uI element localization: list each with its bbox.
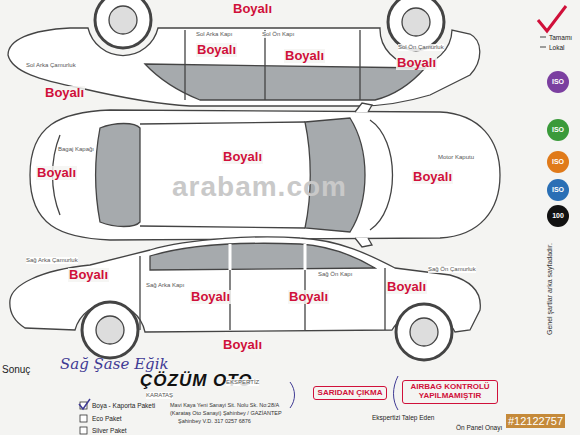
car-outline bbox=[79, 399, 90, 409]
car-outline bbox=[30, 110, 500, 240]
cert-badge: ISO bbox=[547, 71, 569, 93]
car-outline bbox=[150, 243, 375, 270]
paint-stamp: Boyalı bbox=[196, 43, 237, 57]
node-text: SARIDAN ÇIKMA bbox=[318, 389, 383, 398]
car-outline bbox=[394, 376, 399, 410]
car-outline bbox=[396, 304, 452, 360]
car-outline bbox=[185, 30, 360, 100]
car-outline bbox=[540, 37, 546, 47]
paint-stamp: Boyalı bbox=[44, 86, 85, 100]
car-outline bbox=[80, 427, 87, 434]
note-text: Ön Panel Onayı bbox=[456, 424, 502, 431]
paint-stamp: Boyalı bbox=[412, 170, 453, 184]
paint-stamp: Boyalı bbox=[284, 49, 325, 63]
side-view-left bbox=[8, 0, 480, 106]
car-outline bbox=[388, 0, 444, 50]
car-outline bbox=[402, 8, 430, 36]
note-text: Boya - Kaporta Paketi bbox=[92, 402, 155, 409]
car-outline bbox=[145, 64, 425, 100]
part-name: Sol Ön Çamurluk bbox=[398, 44, 444, 51]
part-name: Sağ Arka Çamurluk bbox=[26, 257, 78, 264]
status-stamp: AIRBAG KONTROLÜ YAPILMAMIŞTIR bbox=[402, 380, 498, 404]
address-text: Şahinbey V.D. 317 0257 6876 bbox=[178, 418, 251, 424]
note-text: Ekspertizi Talep Eden bbox=[372, 414, 434, 421]
car-outline bbox=[82, 302, 138, 358]
part-name: EKSPERTİZ bbox=[226, 379, 259, 386]
paint-stamp: Boyalı bbox=[386, 280, 427, 294]
car-outline bbox=[53, 120, 393, 230]
top-view bbox=[30, 103, 500, 247]
part-name: Sağ Ön Kapı bbox=[318, 271, 352, 278]
cert-badge: ISO bbox=[547, 119, 569, 141]
terms-note: Genel şartlar arka sayfadadır. bbox=[546, 243, 554, 335]
listing-number: #12122757 bbox=[506, 414, 565, 428]
result-label: Sonuç bbox=[2, 364, 30, 375]
paint-stamp: Boyalı bbox=[190, 290, 231, 304]
car-outline bbox=[410, 318, 438, 346]
paint-stamp: Boyalı bbox=[232, 2, 273, 16]
car-outline bbox=[95, 0, 151, 48]
paint-stamp: Boyalı bbox=[396, 56, 437, 70]
checkboxes bbox=[79, 399, 90, 434]
note-text: Silver Paket bbox=[92, 427, 127, 434]
part-name: Sağ Arka Kapı bbox=[146, 282, 184, 289]
car-outline bbox=[140, 256, 385, 330]
part-name: KARATAŞ bbox=[146, 392, 173, 399]
cert-badge: ISO bbox=[547, 179, 569, 201]
node-text: AIRBAG KONTROLÜ YAPILMAMIŞTIR bbox=[407, 383, 493, 401]
note-text: Lokal bbox=[549, 44, 565, 51]
car-outline bbox=[230, 244, 305, 270]
cert-badge: 100 bbox=[547, 205, 569, 227]
node-text: ISO bbox=[552, 126, 564, 134]
part-name: Sağ Ön Çamurluk bbox=[428, 266, 476, 273]
car-outline bbox=[355, 103, 372, 247]
car-outline bbox=[80, 415, 87, 422]
part-name: Motor Kaputu bbox=[438, 154, 474, 161]
handwritten-note: Sağ Şase Eğik bbox=[60, 356, 169, 373]
paint-stamp: Boyalı bbox=[288, 290, 329, 304]
part-name: Bagaj Kapağı bbox=[58, 146, 94, 153]
node-text: ISO bbox=[552, 186, 564, 194]
handwriting-strokes bbox=[290, 376, 398, 410]
node-text: ISO bbox=[552, 158, 564, 166]
watermark: arabam.com bbox=[172, 172, 347, 203]
paint-stamp: Boyalı bbox=[222, 150, 263, 164]
car-outline bbox=[96, 316, 124, 344]
note-text: Eco Paket bbox=[92, 415, 122, 422]
paint-stamp: Boyalı bbox=[36, 166, 77, 180]
note-text: Tamamı bbox=[549, 34, 572, 41]
car-outline bbox=[290, 382, 295, 408]
part-name: Sol Ön Kapı bbox=[262, 31, 294, 38]
node-text: ISO bbox=[552, 78, 564, 86]
car-outline bbox=[538, 6, 566, 31]
address-text: (Karataş Oto Sanayi) Şahinbey / GAZİANTE… bbox=[170, 410, 282, 416]
cert-badge: ISO bbox=[547, 151, 569, 173]
part-name: Sol Arka Çamurluk bbox=[26, 62, 76, 69]
paint-stamp: Boyalı bbox=[68, 268, 109, 282]
paint-stamp: Boyalı bbox=[222, 338, 263, 352]
address-text: Mavi Kaya Yeni Sanayi Sit. Nolu Sk. No:2… bbox=[170, 402, 279, 408]
part-name: Sol Arka Kapı bbox=[196, 31, 232, 38]
car-outline bbox=[96, 124, 141, 227]
node-text: 100 bbox=[552, 212, 564, 220]
car-outline bbox=[109, 6, 137, 34]
status-stamp: SARIDAN ÇIKMA bbox=[313, 386, 388, 401]
side-view-right bbox=[10, 237, 480, 360]
